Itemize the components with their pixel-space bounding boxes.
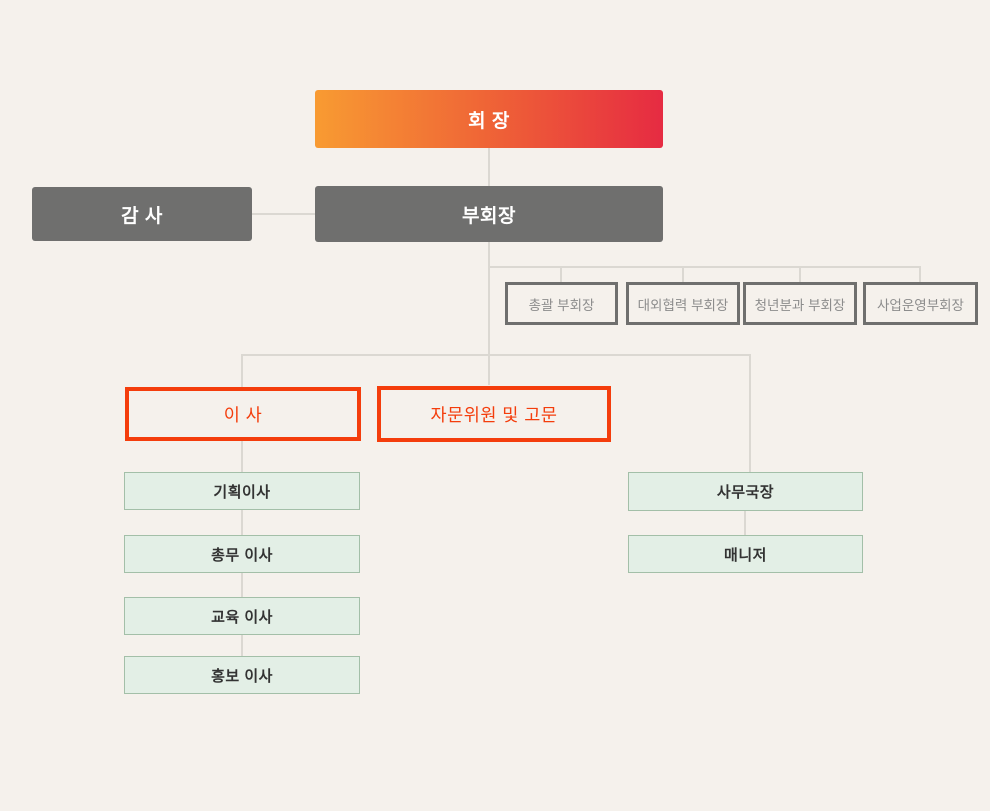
connector-chairman-vicechairman (488, 148, 490, 186)
connector-auditor-vicechairman (252, 213, 315, 215)
connector-director-child3 (241, 573, 243, 597)
node-office-manager: 사무국장 (628, 472, 863, 511)
node-advisory: 자문위원 및 고문 (377, 386, 611, 442)
node-director: 이 사 (125, 387, 361, 441)
node-vp-operations: 사업운영부회장 (863, 282, 978, 325)
node-education-director: 교육 이사 (124, 597, 360, 635)
connector-drop-vp2 (682, 266, 684, 282)
node-vice-chairman-label: 부회장 (462, 205, 516, 227)
node-planning-director: 기획이사 (124, 472, 360, 510)
node-chairman: 회 장 (315, 90, 663, 148)
connector-officemanager-manager (744, 511, 746, 535)
node-general-affairs-director: 총무 이사 (124, 535, 360, 573)
connector-director-child2 (241, 510, 243, 535)
node-planning-director-label: 기획이사 (213, 483, 271, 501)
node-pr-director: 홍보 이사 (124, 656, 360, 694)
connector-drop-vp3 (799, 266, 801, 282)
node-vp-youth: 청년분과 부회장 (743, 282, 857, 325)
connector-drop-vp4 (919, 266, 921, 282)
node-chairman-label: 회 장 (468, 110, 510, 132)
node-office-manager-label: 사무국장 (716, 484, 775, 501)
node-director-label: 이 사 (223, 404, 263, 425)
node-vp-general-label: 총괄 부회장 (528, 297, 595, 313)
node-vp-external: 대외협력 부회장 (626, 282, 740, 325)
node-general-affairs-director-label: 총무 이사 (211, 546, 273, 564)
node-vp-external-label: 대외협력 부회장 (637, 297, 729, 313)
connector-vicepresidents-row (488, 266, 921, 268)
node-vp-youth-label: 청년분과 부회장 (754, 297, 846, 313)
connector-director-child1 (241, 441, 243, 472)
node-vice-chairman: 부회장 (315, 186, 663, 242)
node-auditor: 감 사 (32, 187, 252, 241)
connector-vicechairman-advisory (488, 242, 490, 385)
connector-drop-office-manager (749, 354, 751, 472)
node-manager: 매니저 (628, 535, 863, 573)
node-auditor-label: 감 사 (121, 205, 163, 227)
node-manager-label: 매니저 (724, 546, 767, 564)
node-education-director-label: 교육 이사 (211, 608, 273, 626)
node-pr-director-label: 홍보 이사 (211, 667, 273, 685)
connector-drop-vp1 (560, 266, 562, 282)
connector-director-child4 (241, 635, 243, 656)
connector-drop-director (241, 354, 243, 387)
node-vp-operations-label: 사업운영부회장 (877, 297, 964, 313)
connector-second-level-row (241, 354, 750, 356)
node-vp-general: 총괄 부회장 (505, 282, 618, 325)
node-advisory-label: 자문위원 및 고문 (430, 404, 558, 425)
